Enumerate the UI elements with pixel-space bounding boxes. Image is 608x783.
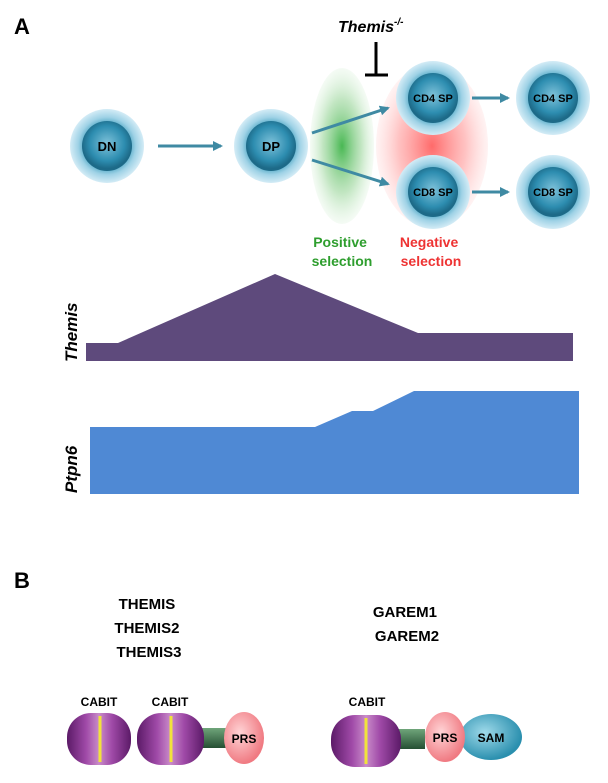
garem-cabit-domain: [331, 715, 401, 767]
negative-selection-label: Negative selection: [400, 234, 462, 269]
knockout-gene: Themis: [338, 19, 394, 36]
cell-cd4-mature: CD4 SP: [516, 61, 590, 135]
arrow-dp-to-cd4: [311, 105, 390, 135]
arrow-dp-to-cd8: [311, 158, 390, 187]
cell-cd8-mature: CD8 SP: [516, 155, 590, 229]
ptpn6-expression-profile: [90, 391, 579, 494]
cell-cd4-intermediate: CD4 SP: [396, 61, 470, 135]
cell-cd4-mature-label: CD4 SP: [533, 93, 573, 105]
cell-dp: DP: [234, 109, 308, 183]
positive-selection-label: Positive selection: [312, 234, 373, 269]
garem-prs-label: PRS: [433, 731, 458, 745]
cabit-label-1: CABIT: [81, 695, 118, 709]
themis-linker: [202, 728, 228, 748]
garem-prs-domain: PRS: [425, 712, 465, 762]
cabit-domain-1: [67, 713, 131, 765]
themis-expression-profile: [86, 274, 573, 361]
family-themis: THEMIS: [119, 596, 176, 613]
cell-cd8-intermediate: CD8 SP: [396, 155, 470, 229]
garem-domain-architecture: SAM PRS CABIT: [331, 695, 522, 767]
positive-selection-glow: [310, 68, 374, 224]
garem-linker: [397, 729, 425, 749]
family-themis3: THEMIS3: [116, 644, 181, 661]
cell-cd4-intermediate-label: CD4 SP: [413, 93, 453, 105]
family-themis2: THEMIS2: [114, 620, 179, 637]
themis-family-list: THEMIS THEMIS2 THEMIS3: [114, 596, 183, 661]
themis-prs-label: PRS: [232, 732, 257, 746]
cell-cd8-mature-label: CD8 SP: [533, 187, 573, 199]
themis-expression-label: Themis: [62, 302, 81, 362]
knockout-superscript: -/-: [394, 17, 404, 28]
themis-prs-domain: PRS: [224, 712, 264, 764]
cabit-label-2: CABIT: [152, 695, 189, 709]
panel-a-label: A: [14, 14, 30, 39]
garem-sam-domain: SAM: [460, 714, 522, 760]
cell-dn-label: DN: [98, 139, 117, 154]
ptpn6-expression-label: Ptpn6: [62, 445, 81, 493]
family-garem2: GAREM2: [375, 628, 439, 645]
positive-selection-line2: selection: [312, 253, 373, 269]
themis-knockout-label: Themis-/-: [338, 17, 404, 36]
cell-cd8-intermediate-label: CD8 SP: [413, 187, 453, 199]
garem-sam-label: SAM: [478, 731, 505, 745]
themis-domain-architecture: PRS CABIT CABIT: [67, 695, 264, 765]
garem-cabit-label: CABIT: [349, 695, 386, 709]
cabit-domain-2: [137, 713, 204, 765]
cell-dp-label: DP: [262, 139, 280, 154]
cell-dn: DN: [70, 109, 144, 183]
positive-selection-line1: Positive: [313, 234, 367, 250]
negative-selection-line1: Negative: [400, 234, 459, 250]
garem-family-list: GAREM1 GAREM2: [373, 604, 441, 645]
panel-b-label: B: [14, 568, 30, 593]
family-garem1: GAREM1: [373, 604, 437, 621]
negative-selection-line2: selection: [401, 253, 462, 269]
